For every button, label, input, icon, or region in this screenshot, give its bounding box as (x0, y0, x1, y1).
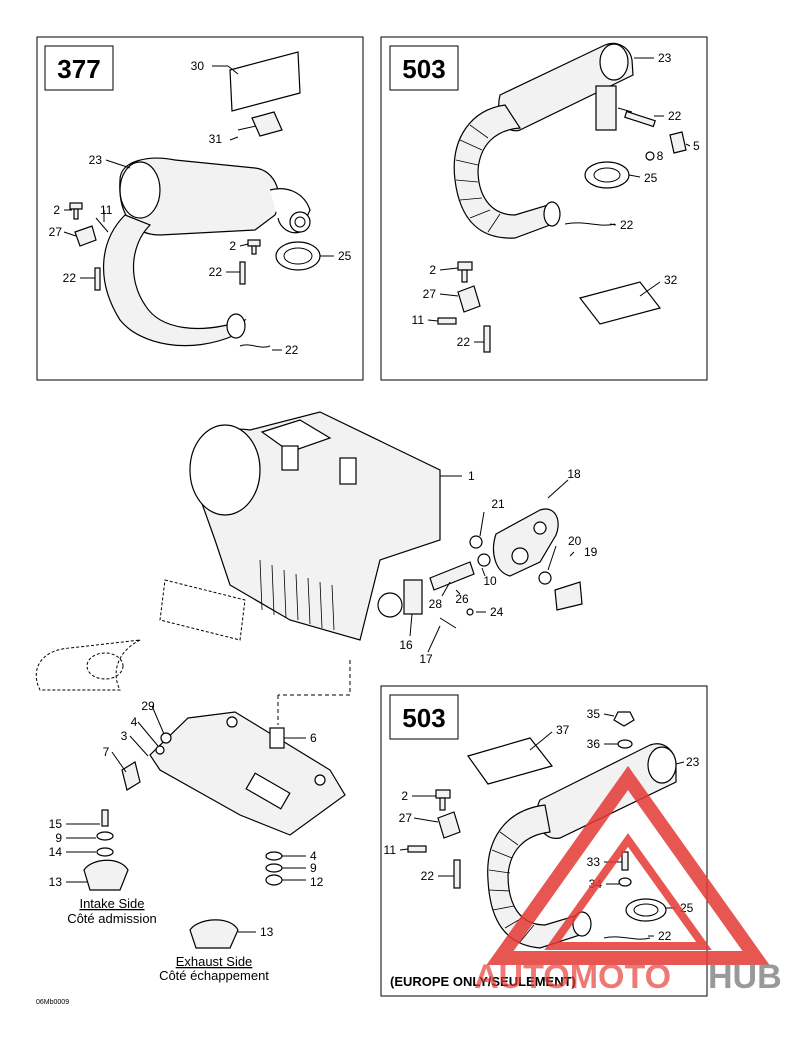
label-main-19: 19 (584, 545, 598, 559)
label-eu-36: 36 (587, 737, 601, 751)
label-503-22c: 22 (457, 335, 471, 349)
label-377-22a: 22 (63, 271, 77, 285)
panel-377-model-box (44, 45, 114, 91)
panel-503-europe-frame (380, 685, 708, 997)
mount-13-intake (83, 859, 129, 891)
label-main-13b: 13 (260, 925, 274, 939)
label-377-31: 31 (209, 132, 223, 146)
label-eu-27: 27 (399, 811, 413, 825)
label-main-9b: 9 (310, 861, 317, 875)
panel-503-top: 503 (380, 36, 708, 381)
label-503-5: 5 (693, 139, 700, 153)
label-main-26: 26 (455, 592, 469, 606)
label-eu-22b: 22 (658, 929, 672, 943)
label-377-22c: 22 (285, 343, 299, 357)
label-main-29: 29 (141, 699, 155, 713)
label-377-23: 23 (89, 153, 103, 167)
label-377-2b: 2 (229, 239, 236, 253)
label-503-27: 27 (423, 287, 437, 301)
label-main-4b: 4 (310, 849, 317, 863)
flex-pipe-eu (487, 804, 581, 949)
label-503-22b: 22 (620, 218, 634, 232)
label-eu-11: 11 (384, 843, 397, 857)
panel-503-europe-model-box (389, 694, 459, 740)
shield-plate-31 (251, 111, 283, 137)
part-16 (403, 579, 423, 615)
caption-intake-side-fr: Côté admission (67, 911, 157, 926)
heat-shield-30 (229, 51, 301, 112)
label-main-12: 12 (310, 875, 324, 889)
label-main-14: 14 (49, 845, 63, 859)
panel-503-top-model-label: 503 (402, 54, 445, 84)
label-377-2a: 2 (53, 203, 60, 217)
caption-exhaust-side: Exhaust Side (176, 954, 253, 969)
label-503-32: 32 (664, 273, 678, 287)
label-main-28: 28 (429, 597, 443, 611)
engine-mount-assembly: 29 4 3 7 6 15 9 14 13 4 9 12 13 Intake S… (49, 699, 346, 983)
label-main-3: 3 (121, 729, 128, 743)
europe-only-note: (EUROPE ONLY/SEULEMENT) (390, 974, 576, 989)
mount-13-exhaust (189, 919, 239, 949)
label-main-17: 17 (419, 652, 433, 666)
label-main-9a: 9 (55, 831, 62, 845)
panel-503-europe-model-label: 503 (402, 703, 445, 733)
watermark-logo: AUTOMOTO HUB (474, 765, 782, 996)
flex-pipe-503 (453, 104, 551, 239)
label-503-2: 2 (429, 263, 436, 277)
label-eu-33: 33 (587, 855, 601, 869)
label-eu-35: 35 (587, 707, 601, 721)
panel-377: 377 (36, 36, 364, 381)
footer-code: 06Mb0009 (36, 999, 69, 1006)
label-eu-23: 23 (686, 755, 700, 769)
label-main-13a: 13 (49, 875, 63, 889)
engine-assembly: 1 18 21 20 19 10 26 28 24 16 17 (35, 411, 598, 725)
label-377-11: 11 (100, 203, 113, 217)
label-377-30: 30 (191, 59, 205, 73)
panel-377-model-label: 377 (57, 54, 100, 84)
mount-plate (149, 711, 346, 836)
caption-exhaust-side-fr: Côté échappement (159, 968, 269, 983)
label-main-6: 6 (310, 731, 317, 745)
plate-32 (578, 281, 662, 325)
label-main-16: 16 (399, 638, 413, 652)
bracket-18 (492, 508, 559, 577)
label-503-8: 8 (657, 149, 664, 163)
label-main-1: 1 (468, 469, 475, 483)
label-377-22b: 22 (209, 265, 223, 279)
panel-503-top-frame (380, 36, 708, 381)
label-503-11: 11 (412, 313, 425, 327)
gasket-25-503 (584, 161, 630, 189)
watermark-text-gray: HUB (708, 958, 782, 996)
label-main-7: 7 (103, 745, 110, 759)
gasket-25 (275, 241, 321, 271)
label-main-20: 20 (568, 534, 582, 548)
label-377-25: 25 (338, 249, 352, 263)
panel-503-europe: 503 3 (380, 685, 708, 997)
muffler-23 (119, 157, 311, 236)
label-eu-22a: 22 (421, 869, 435, 883)
label-503-25: 25 (644, 171, 658, 185)
label-503-22a: 22 (668, 109, 682, 123)
plate-37 (467, 737, 554, 785)
label-503-23: 23 (658, 51, 672, 65)
watermark-text-red: AUTOMOTO (474, 958, 671, 996)
label-main-18: 18 (567, 467, 581, 481)
panel-503-top-model-box (389, 45, 459, 91)
label-377-27: 27 (49, 225, 63, 239)
gasket-25-eu (625, 898, 667, 922)
label-main-21: 21 (491, 497, 505, 511)
label-eu-2: 2 (401, 789, 408, 803)
spacer-6 (269, 727, 285, 749)
label-main-24: 24 (490, 605, 504, 619)
label-eu-37: 37 (556, 723, 570, 737)
caption-intake-side: Intake Side (79, 896, 144, 911)
label-main-4a: 4 (131, 715, 138, 729)
label-main-15: 15 (49, 817, 63, 831)
panel-377-frame (36, 36, 364, 381)
label-main-10: 10 (483, 574, 497, 588)
